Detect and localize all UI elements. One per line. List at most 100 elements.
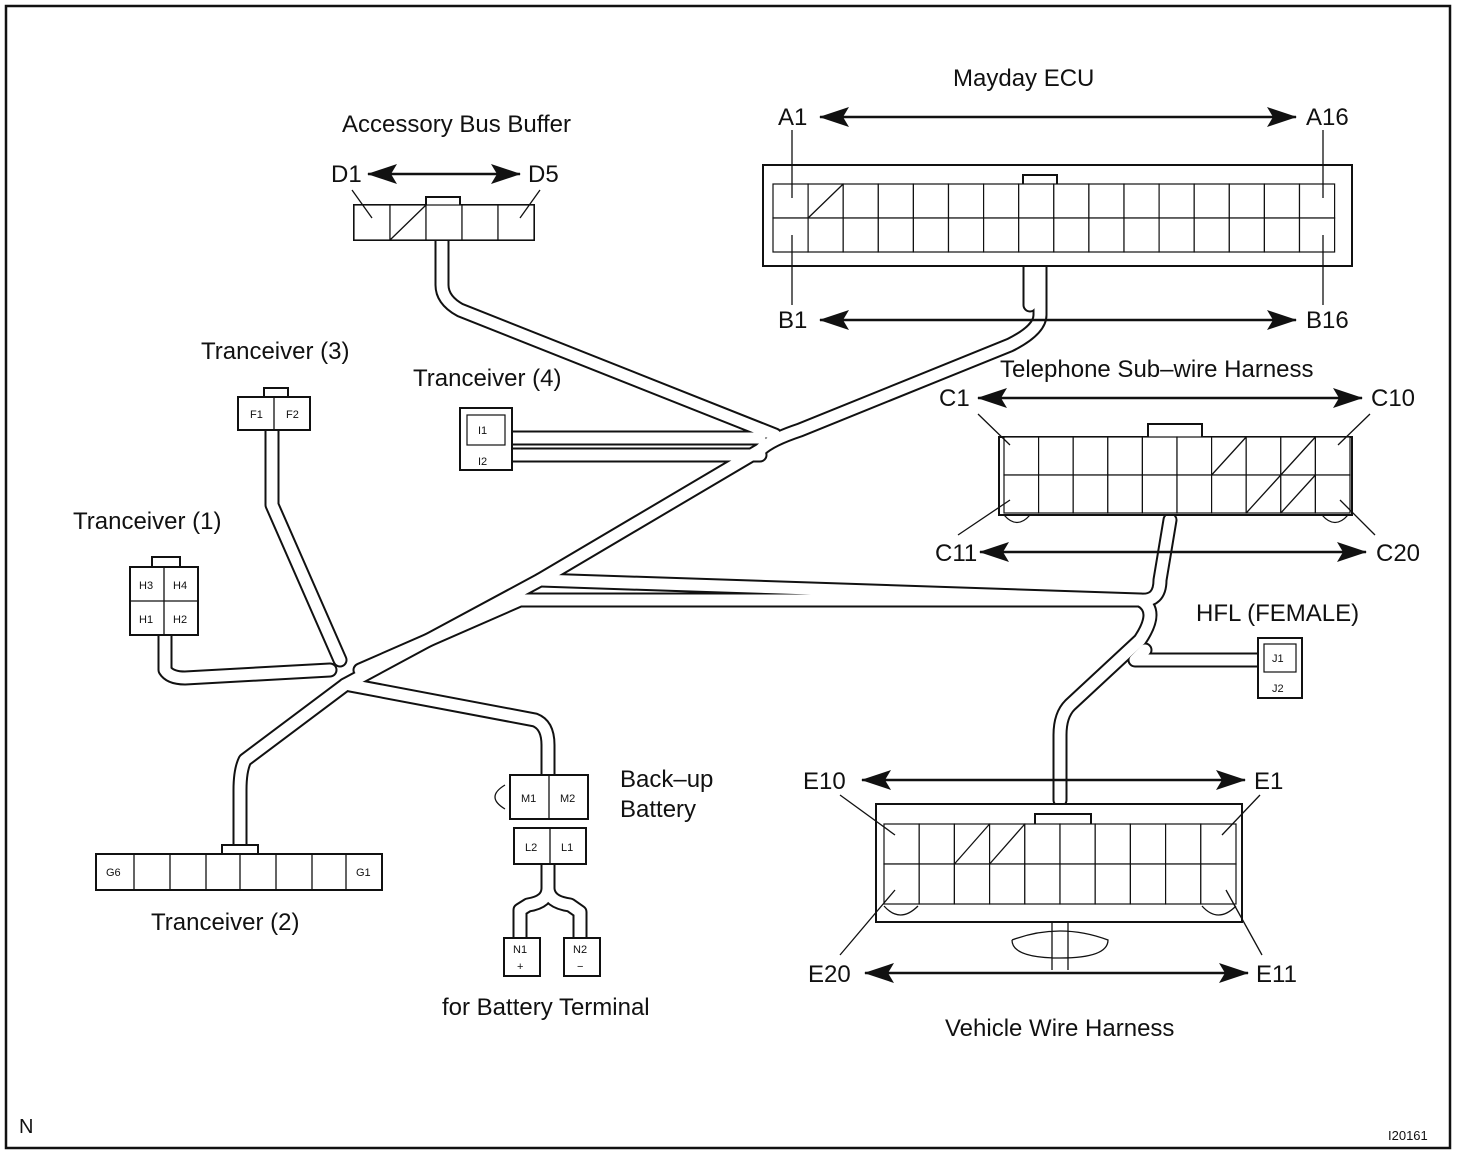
pin-j1: J1 (1272, 653, 1284, 665)
connector-cell (1164, 823, 1202, 865)
connector-cell (1193, 217, 1230, 253)
connector-cell (1263, 217, 1301, 253)
leader-d1 (351, 189, 373, 219)
blank-cell-mark (1245, 474, 1282, 514)
connector-cell (912, 183, 950, 219)
connector-cell (953, 863, 991, 905)
accessory-bus-buffer-cells (353, 204, 535, 241)
leader-c11 (957, 499, 1011, 536)
pin-l2: L2 (525, 842, 537, 854)
pin-l1: L1 (561, 842, 573, 854)
pin-g1: G1 (356, 867, 371, 879)
pin-f1: F1 (250, 409, 263, 421)
connector-cell (1314, 474, 1351, 514)
diagram-frame (4, 4, 1452, 1150)
connector-cell (988, 863, 1026, 905)
blank-cell-mark (1211, 436, 1247, 476)
pin-label-e1: E1 (1254, 768, 1283, 795)
connector-cell (842, 183, 879, 219)
connector-cell (1107, 436, 1144, 476)
tranceiver4-title: Tranceiver (4) (413, 365, 561, 392)
pin-h1: H1 (139, 614, 153, 626)
connector-cell (1123, 183, 1160, 219)
tranceiver2-title: Tranceiver (2) (151, 909, 299, 936)
pin-label-b1: B1 (778, 307, 807, 334)
connector-cell (1053, 217, 1090, 253)
pin-n2-sign: − (577, 961, 583, 973)
connector-cell (842, 217, 879, 253)
vehicle-harness-pin-cells (883, 823, 1237, 905)
tranceiver2-connector (95, 853, 383, 891)
tranceiver3-title: Tranceiver (3) (201, 338, 349, 365)
connector-cell (1059, 863, 1096, 905)
hfl-group: HFL (FEMALE) J1 J2 (1196, 600, 1359, 699)
connector-cell (1072, 436, 1109, 476)
connector-cell (772, 183, 809, 219)
connector-cell (1200, 823, 1237, 865)
connector-cell (982, 217, 1020, 253)
connector-cell (918, 823, 956, 865)
connector-cell (1123, 217, 1160, 253)
pin-n1: N1 (513, 944, 527, 956)
connector-cell (1314, 436, 1351, 476)
pin-label-d1: D1 (331, 161, 362, 188)
tranceiver1-group: Tranceiver (1) H3 H4 H1 H2 (73, 508, 221, 636)
blank-cell-mark (807, 183, 844, 219)
connector-cell (1158, 217, 1195, 253)
connector-cell (1018, 217, 1055, 253)
connector-cell (1037, 474, 1074, 514)
connector-cell (947, 217, 985, 253)
connector-cell (1158, 183, 1195, 219)
connector-cell (877, 217, 914, 253)
accessory-bus-buffer-group: Accessory Bus Buffer D1 D5 (331, 111, 571, 241)
tranceiver1-title: Tranceiver (1) (73, 508, 221, 535)
tranceiver4-group: Tranceiver (4) I1 I2 (413, 365, 561, 471)
pin-h3: H3 (139, 580, 153, 592)
connector-cell (1298, 217, 1336, 253)
battery-terminal-title: for Battery Terminal (442, 994, 650, 1021)
leader-e20 (839, 889, 896, 956)
connector-cell (1228, 183, 1266, 219)
pin-label-d5: D5 (528, 161, 559, 188)
connector-cell (1176, 436, 1213, 476)
connector-cell (1245, 436, 1282, 476)
connector-cell (1263, 183, 1301, 219)
pin-h4: H4 (173, 580, 187, 592)
figure-code: I20161 (1388, 1128, 1428, 1143)
connector-cell (1298, 183, 1336, 219)
connector-cell (1003, 436, 1040, 476)
leader-e10 (839, 794, 896, 836)
connector-cell (883, 823, 920, 865)
battery-terminal-positive (503, 937, 541, 977)
backup-battery-latch (494, 784, 506, 810)
connector-cell (1088, 183, 1125, 219)
connector-cell (1129, 823, 1167, 865)
pin-label-c1: C1 (939, 385, 970, 412)
leader-e11 (1225, 889, 1263, 956)
connector-cell (1164, 863, 1202, 905)
connector-cell (982, 183, 1020, 219)
pin-label-a16: A16 (1306, 104, 1349, 131)
pin-label-e10: E10 (803, 768, 846, 795)
connector-cell (1141, 436, 1178, 476)
pin-m1: M1 (521, 793, 536, 805)
mayday-ecu-title: Mayday ECU (953, 65, 1094, 92)
tranceiver2-cells (133, 854, 347, 890)
blank-cell-mark (1280, 474, 1316, 514)
connector-cell (1003, 474, 1040, 514)
pin-f2: F2 (286, 409, 299, 421)
connector-cell (1210, 474, 1247, 514)
vehicle-harness-clip (1011, 922, 1109, 970)
connector-cell (1024, 823, 1061, 865)
connector-cell (1141, 474, 1178, 514)
connector-cell (1024, 863, 1061, 905)
vehicle-harness-group: E10 E1 E20 E11 Vehicle Wire Harness (803, 768, 1297, 1042)
telephone-harness-pin-cells (1003, 436, 1351, 514)
connector-cell (1107, 474, 1144, 514)
pin-m2: M2 (560, 793, 575, 805)
connector-cell (1053, 183, 1090, 219)
blank-cell-mark (953, 823, 991, 865)
connector-cell (883, 863, 920, 905)
leader-c10 (1337, 413, 1371, 446)
